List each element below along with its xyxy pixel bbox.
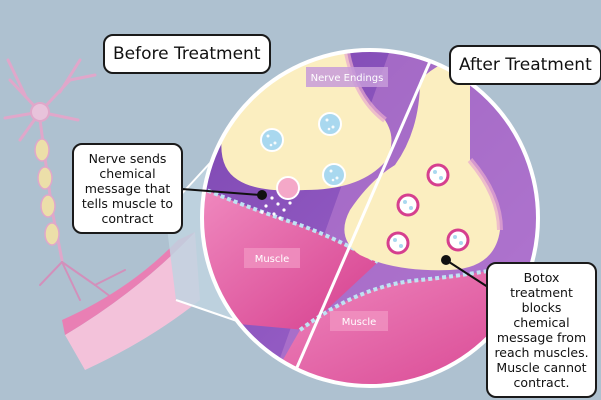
svg-text:Muscle: Muscle [255,254,290,265]
svg-text:Muscle: Muscle [342,317,377,328]
zoom-circle-border [200,48,540,388]
muscle-label-right: Muscle [330,311,388,331]
nerve-endings-label: Nerve Endings [306,67,388,87]
after-callout-line: Botox treatment [510,270,573,300]
after-callout-line: message from [496,330,587,345]
muscle-label-left: Muscle [244,248,300,268]
nerve-terminal-right [344,55,500,271]
magnifier-line-bottom [175,299,241,323]
vesicles-right [386,163,470,255]
after-treatment-text: After Treatment [459,55,592,75]
after-callout-line: blocks chemical [513,300,570,330]
muscle-segment [62,232,200,370]
before-treatment-title: Before Treatment [103,34,271,74]
after-callout-line: contract. [513,375,570,390]
before-treatment-text: Before Treatment [113,44,261,64]
callout-pointer-left [181,188,267,200]
svg-text:Nerve Endings: Nerve Endings [311,73,384,84]
before-callout-line: contract [101,211,154,226]
before-callout-line: message that [84,181,171,196]
before-callout: Nerve sends chemical message that tells … [72,143,183,234]
vesicles-left [260,112,346,220]
after-callout-line: Muscle cannot [496,360,587,375]
after-callout: Botox treatment blocks chemical message … [486,262,597,398]
before-callout-line: Nerve sends [88,151,167,166]
after-treatment-title: After Treatment [449,45,601,85]
nerve-cell-illustration [3,58,126,301]
before-callout-line: tells muscle to [81,196,174,211]
before-callout-line: chemical [99,166,156,181]
after-callout-line: reach muscles. [494,345,589,360]
